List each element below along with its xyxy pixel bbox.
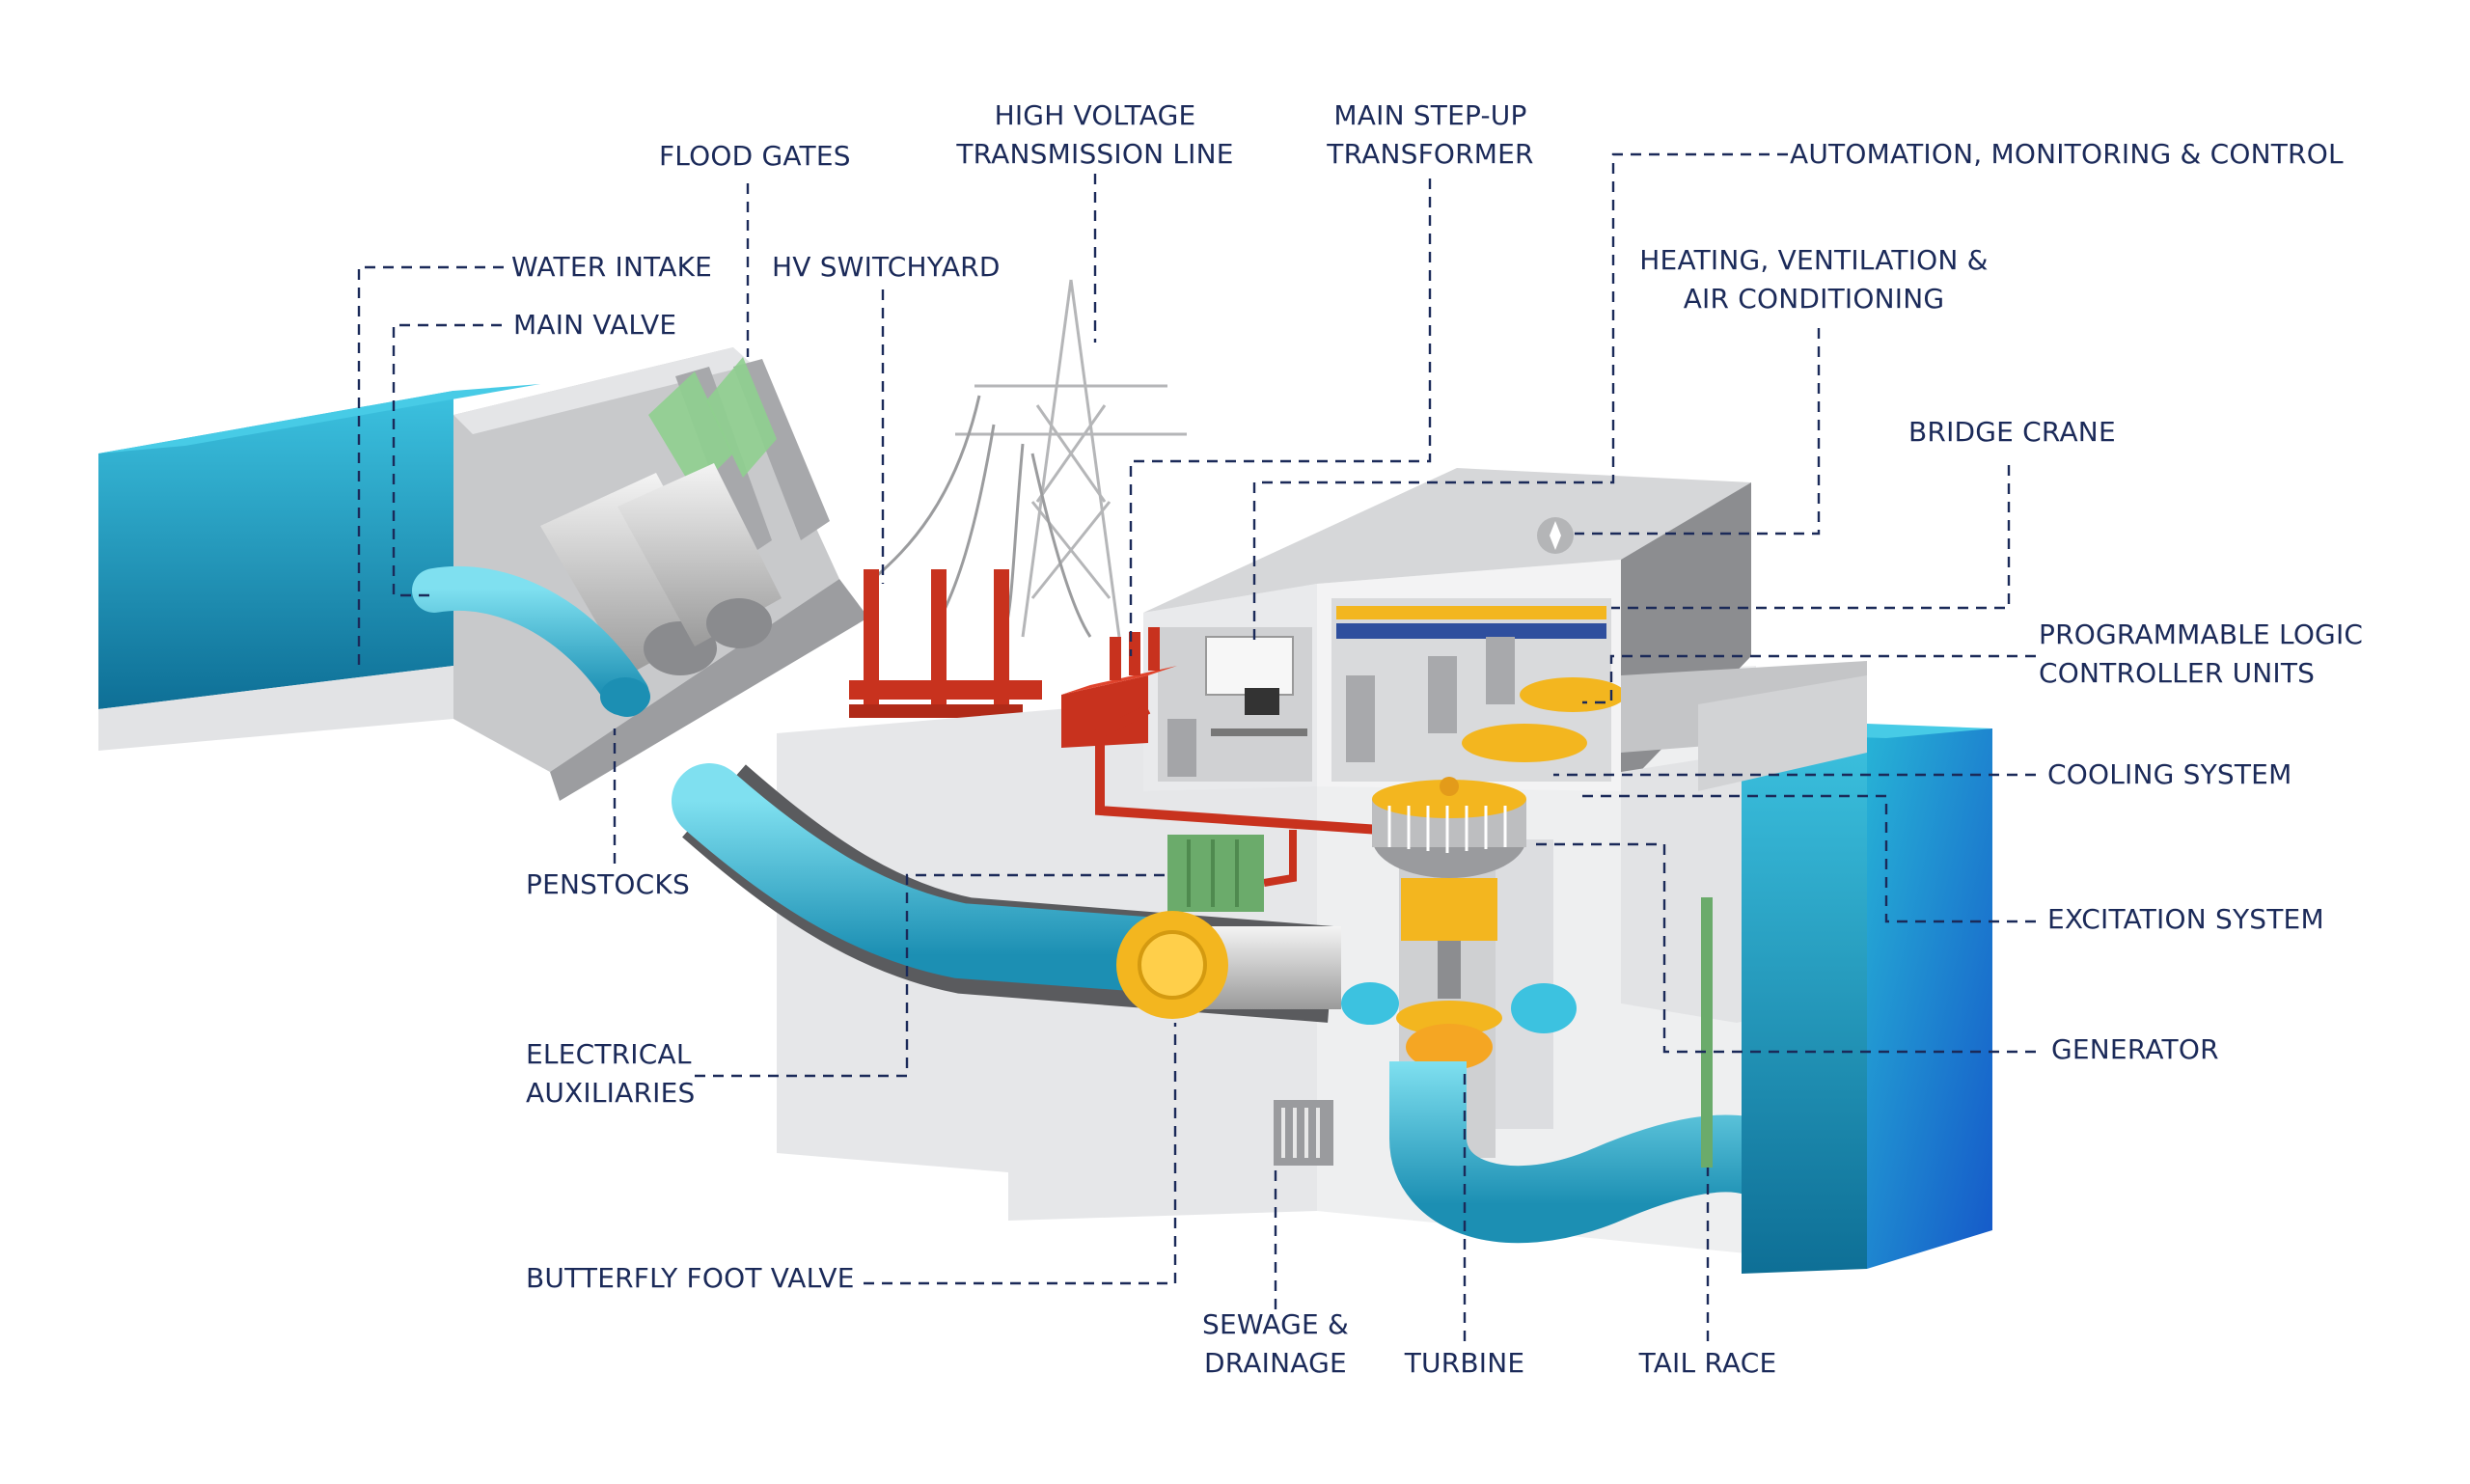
label-water-intake: WATER INTAKE <box>511 251 713 283</box>
penstock-conduit <box>672 763 1341 1023</box>
label-electrical-auxiliaries-2: AUXILIARIES <box>526 1077 696 1109</box>
label-high-voltage-line-2: TRANSMISSION LINE <box>956 138 1234 170</box>
reservoir-water <box>98 391 453 709</box>
label-generator: GENERATOR <box>2051 1033 2219 1065</box>
label-tail-race: TAIL RACE <box>1638 1347 1777 1379</box>
label-butterfly-foot-valve: BUTTERFLY FOOT VALVE <box>526 1262 855 1294</box>
label-cooling-system: COOLING SYSTEM <box>2047 758 2292 790</box>
label-hvac-2: AIR CONDITIONING <box>1683 283 1945 315</box>
intake-structure <box>98 347 868 801</box>
label-sewage-1: SEWAGE & <box>1201 1308 1349 1340</box>
bridge-crane-beam <box>1336 606 1606 619</box>
flood-gate-1 <box>648 371 733 492</box>
label-turbine: TURBINE <box>1404 1347 1525 1379</box>
butterfly-foot-valve <box>1116 911 1228 1019</box>
electrical-auxiliaries-cabinet <box>1167 835 1264 912</box>
main-transformer <box>1061 675 1148 748</box>
reservoir-surface <box>98 384 540 453</box>
label-main-valve: MAIN VALVE <box>513 309 677 341</box>
leader-lines <box>357 152 2036 1341</box>
label-step-up-transformer-2: TRANSFORMER <box>1327 138 1534 170</box>
label-electrical-auxiliaries-1: ELECTRICAL <box>526 1038 692 1070</box>
main-valve-pipe <box>412 565 649 717</box>
label-plc-1: PROGRAMMABLE LOGIC <box>2039 618 2364 650</box>
label-excitation-system: EXCITATION SYSTEM <box>2047 903 2324 935</box>
hv-switchyard <box>849 569 1042 718</box>
label-hv-switchyard: HV SWITCHYARD <box>772 251 1001 283</box>
label-plc-2: CONTROLLER UNITS <box>2039 657 2316 689</box>
label-automation-monitoring-control: AUTOMATION, MONITORING & CONTROL <box>1790 138 2344 170</box>
tail-race-gate <box>1701 897 1713 1168</box>
label-sewage-2: DRAINAGE <box>1204 1347 1347 1379</box>
intake-base <box>98 666 453 751</box>
label-high-voltage-line-1: HIGH VOLTAGE <box>994 99 1196 131</box>
transmission-tower <box>955 279 1187 638</box>
power-lines <box>872 395 1092 638</box>
flood-gate-2 <box>706 357 777 478</box>
label-flood-gates: FLOOD GATES <box>659 140 851 172</box>
label-bridge-crane: BRIDGE CRANE <box>1908 416 2116 448</box>
turbine-generator <box>1341 777 1769 1244</box>
label-step-up-transformer-1: MAIN STEP-UP <box>1333 99 1527 131</box>
label-hvac-1: HEATING, VENTILATION & <box>1639 244 1989 276</box>
label-penstocks: PENSTOCKS <box>526 868 690 900</box>
penstock-pipes <box>540 463 782 675</box>
tail-race-water <box>1698 675 1992 1274</box>
